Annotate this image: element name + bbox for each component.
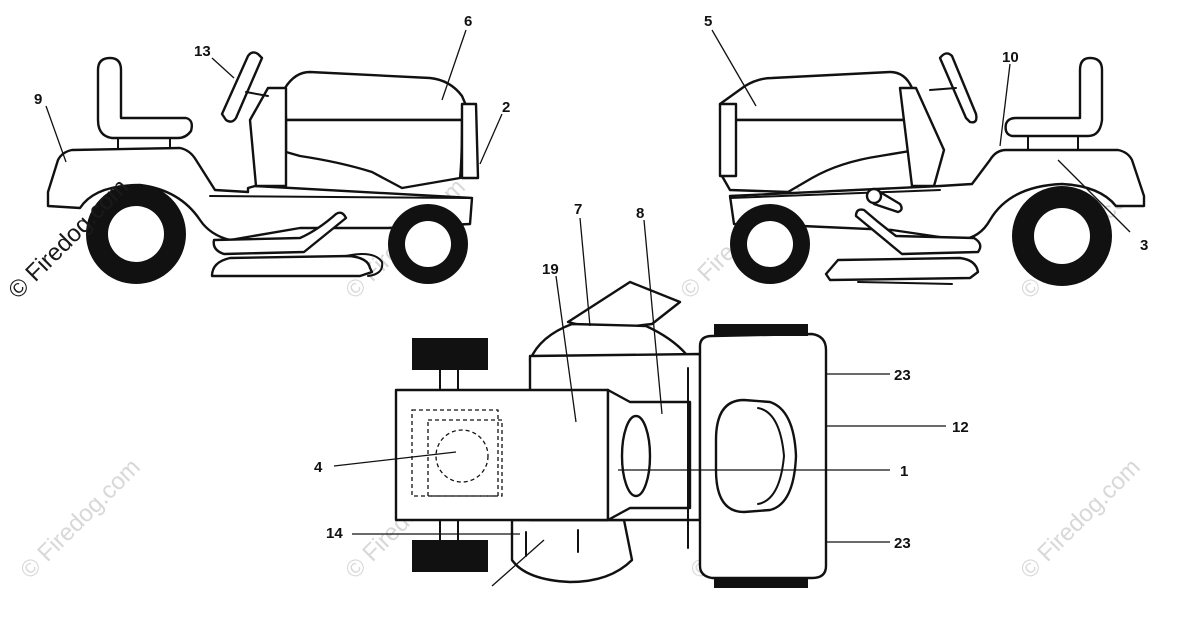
front-axle [439, 369, 459, 541]
leader-19 [555, 275, 577, 423]
callout-7: 7 [574, 201, 582, 218]
seat [96, 56, 194, 140]
rear-wheel-rim [108, 206, 164, 262]
decal-outline-inner [427, 419, 503, 497]
callout-23-bottom: 23 [894, 535, 911, 552]
callout-6: 6 [464, 13, 472, 30]
dash [248, 86, 288, 188]
rear-wheel-rim [1034, 208, 1090, 264]
leader-5 [711, 29, 757, 107]
leader-10 [999, 63, 1011, 147]
deck-lift [854, 208, 982, 256]
steering-wheel [938, 52, 978, 124]
top-view [394, 280, 828, 588]
steering-column [929, 87, 957, 91]
steering-wheel-top [620, 414, 652, 498]
deck-lift [212, 211, 348, 256]
leader-2 [479, 113, 503, 165]
callout-23-top: 23 [894, 367, 911, 384]
leader-7 [579, 217, 591, 327]
discharge-chute [566, 280, 682, 332]
callout-5: 5 [704, 13, 712, 30]
frame [729, 189, 941, 199]
lever-knob [865, 187, 883, 205]
deck-skirt [857, 281, 953, 285]
leader-8 [643, 219, 663, 415]
hood-side [720, 118, 918, 194]
callout-9: 9 [34, 91, 42, 108]
callout-12: 12 [952, 419, 969, 436]
rear-fender [728, 148, 1146, 242]
callout-10: 10 [1002, 49, 1019, 66]
leader-6 [441, 29, 467, 101]
frame [209, 195, 471, 199]
callout-3: 3 [1140, 237, 1148, 254]
deck-bottom [510, 518, 634, 584]
decal-outline [411, 409, 499, 497]
deck-chute [345, 253, 384, 277]
front-grille [718, 102, 738, 178]
watermark: © Firedog.com [1015, 454, 1146, 585]
dash [898, 86, 946, 188]
callout-4: 4 [314, 459, 323, 476]
seat-support [1027, 135, 1079, 151]
front-wheel-rim [405, 221, 451, 267]
leader-3 [1057, 159, 1131, 233]
mower-deck [824, 256, 980, 282]
rear-right-tire [714, 578, 808, 588]
seat [1004, 56, 1104, 138]
callout-8: 8 [636, 205, 644, 222]
rear-left-tire [714, 324, 808, 336]
leader-9 [45, 105, 67, 163]
callout-14: 14 [326, 525, 343, 542]
watermark: © Firedog.com [15, 454, 146, 585]
left-side-view [46, 51, 480, 284]
callout-2: 2 [502, 99, 510, 116]
seat-back [757, 407, 785, 505]
hood-side [284, 118, 464, 190]
front-left-tire [412, 338, 488, 370]
callouts: 9 13 6 2 5 10 3 7 8 19 4 1 14 23 12 23 [34, 13, 1148, 552]
leader-4 [333, 451, 457, 467]
seat-top [714, 398, 798, 514]
front-grille [460, 102, 480, 180]
hood [283, 70, 470, 122]
gas-cap [435, 429, 489, 483]
right-side-view [718, 52, 1146, 286]
leader-bottom [491, 539, 545, 587]
leader-lines [45, 29, 1131, 587]
front-right-tire [412, 540, 488, 572]
mower-deck [210, 254, 374, 278]
hood [718, 70, 916, 122]
callout-13: 13 [194, 43, 211, 60]
callout-1: 1 [900, 463, 908, 480]
front-wheel-rim [747, 221, 793, 267]
leader-13 [211, 57, 235, 79]
steering-wheel [220, 51, 264, 123]
steering-column [245, 91, 269, 97]
callout-19: 19 [542, 261, 559, 278]
